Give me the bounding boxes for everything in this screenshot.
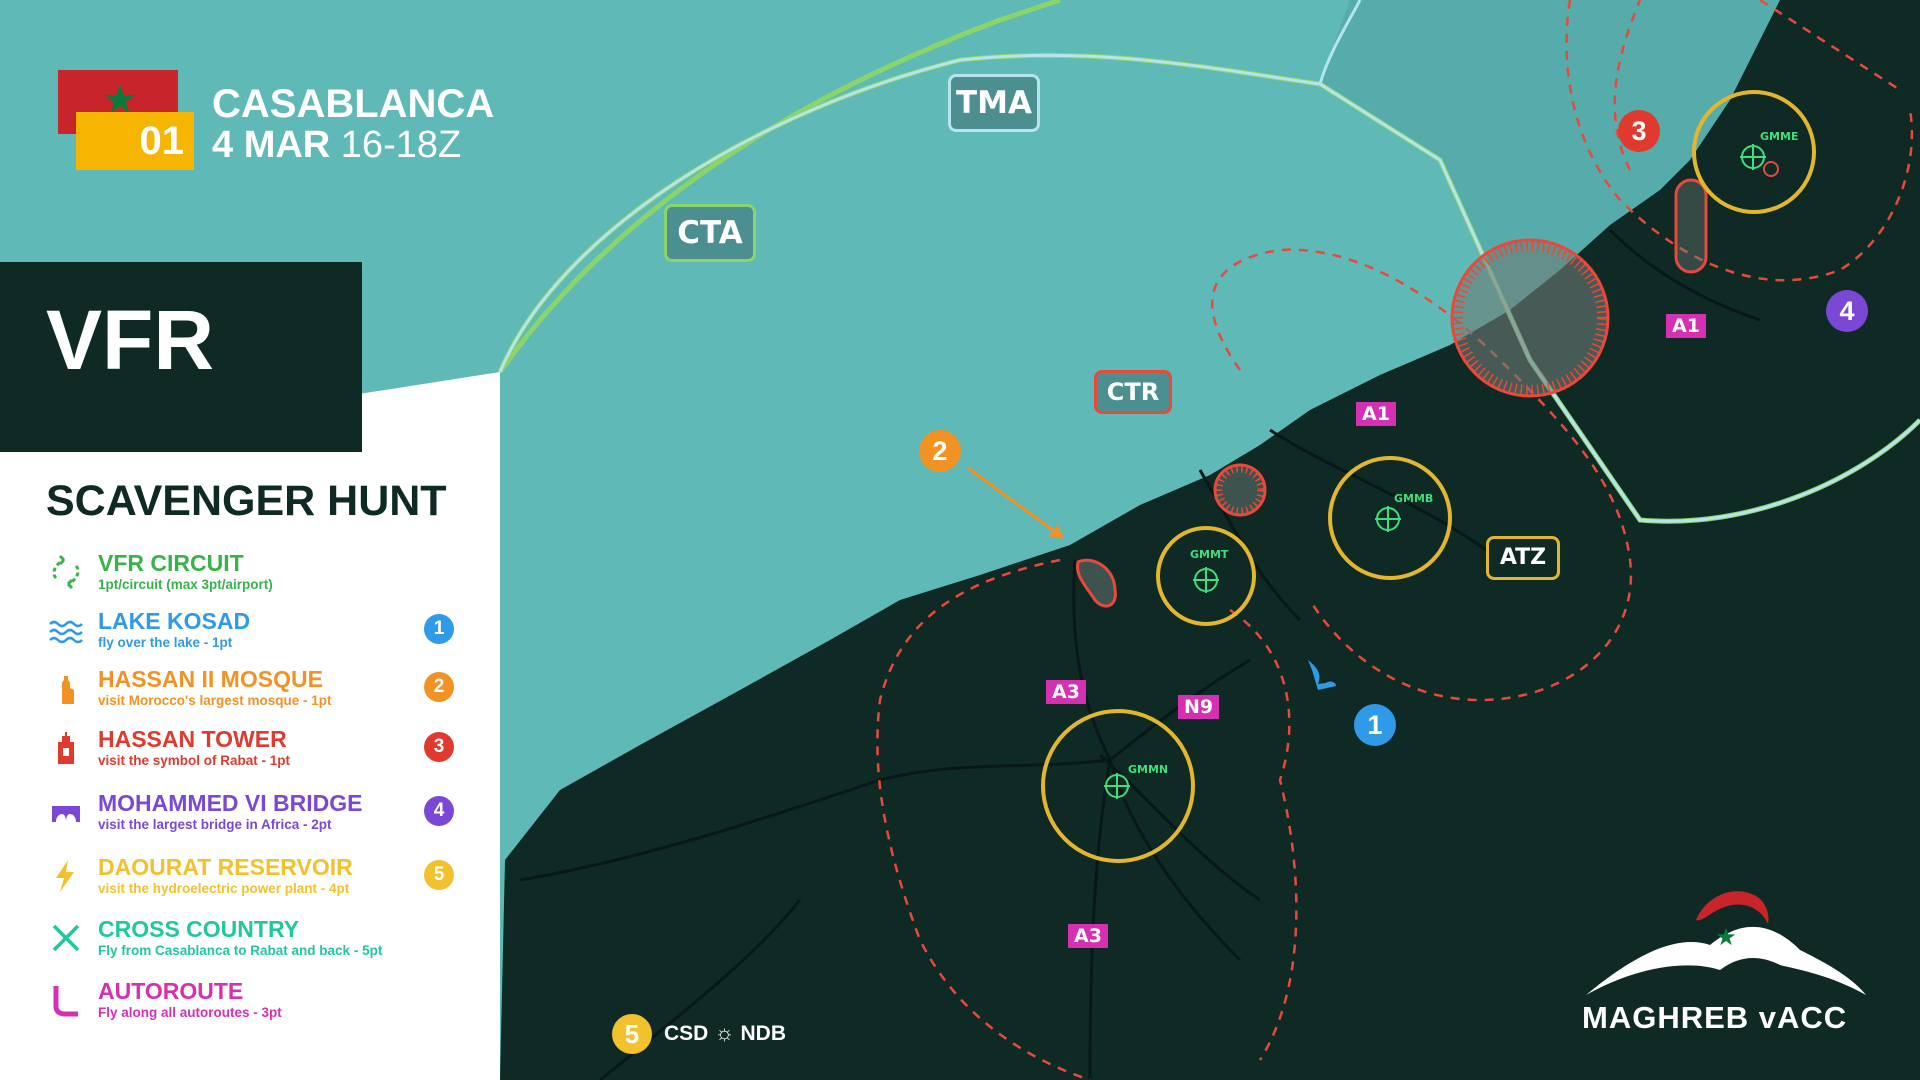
road-a3: A3 <box>1046 680 1086 704</box>
item-name: HASSAN II MOSQUE <box>98 666 323 692</box>
marker-bridge: 4 <box>1826 290 1868 332</box>
item-desc: fly over the lake - 1pt <box>98 635 233 650</box>
brand-name: MAGHREB vACC <box>1582 1000 1848 1035</box>
tma-label: TMA <box>948 74 1040 132</box>
airport-gmmt: GMMT <box>1190 548 1229 561</box>
ctr-hatched-circle <box>1450 238 1610 398</box>
badge-4: 4 <box>424 796 454 826</box>
item-name: AUTOROUTE <box>98 978 244 1004</box>
legend-csd: CSD <box>664 1022 709 1045</box>
atz-label: ATZ <box>1486 536 1560 580</box>
ctr-label: CTR <box>1094 370 1172 414</box>
item-desc: 1pt/circuit (max 3pt/airport) <box>98 577 273 592</box>
airport-gmmn: GMMN <box>1128 763 1169 776</box>
event-city: CASABLANCA <box>212 82 495 126</box>
item-name: HASSAN TOWER <box>98 726 287 752</box>
item-desc: visit the hydroelectric power plant - 4p… <box>98 881 350 896</box>
item-desc: visit the largest bridge in Africa - 2pt <box>98 817 332 832</box>
road-a1: A1 <box>1356 402 1396 426</box>
gmme-obstacle <box>1763 161 1779 177</box>
badge-2: 2 <box>424 672 454 702</box>
cross-icon <box>52 924 80 952</box>
event-number: 01 <box>76 112 194 170</box>
item-desc: Fly along all autoroutes - 3pt <box>98 1005 282 1020</box>
event-date: 4 MAR 16-18Z <box>212 124 461 166</box>
cta-boundary <box>498 53 1920 523</box>
airport-gmme: GMME <box>1760 130 1799 143</box>
info-panel <box>0 372 500 1080</box>
ctr-hatch <box>1453 241 1607 395</box>
tma-divider <box>1318 0 1362 85</box>
item-desc: visit the symbol of Rabat - 1pt <box>98 753 291 768</box>
item-desc: Fly from Casablanca to Rabat and back - … <box>98 943 383 958</box>
badge-1: 1 <box>424 614 454 644</box>
circuit-icon <box>52 554 80 590</box>
airport-gmmb: GMMB <box>1394 492 1434 505</box>
airport-targets <box>1104 144 1766 799</box>
road-a1-north: A1 <box>1666 314 1706 338</box>
list-item-daourat-reservoir: DAOURAT RESERVOIR visit the hydroelectri… <box>0 854 500 910</box>
restricted-zones <box>876 0 1914 1080</box>
small-restricted-hatch <box>1215 465 1265 515</box>
road-a3-south: A3 <box>1068 924 1108 948</box>
tma-boundary <box>497 0 1061 374</box>
road-n9: N9 <box>1178 695 1220 719</box>
bridge-icon <box>52 806 80 822</box>
badge-5: 5 <box>424 860 454 890</box>
event-time: 16-18Z <box>340 124 462 166</box>
mosque-icon <box>62 676 74 704</box>
waves-icon <box>49 620 83 644</box>
item-name: CROSS COUNTRY <box>98 916 300 942</box>
roads <box>519 228 1761 1080</box>
item-name: DAOURAT RESERVOIR <box>98 854 353 880</box>
list-item-lake-kosad: LAKE KOSAD fly over the lake - 1pt 1 <box>0 608 500 664</box>
item-name: LAKE KOSAD <box>98 608 251 634</box>
atz-rings <box>1041 90 1816 863</box>
item-name: VFR CIRCUIT <box>98 550 244 576</box>
ndb-icon: ☼ <box>714 1020 735 1045</box>
item-name: MOHAMMED VI BRIDGE <box>98 790 363 816</box>
brand-logo: ★ <box>1586 891 1866 995</box>
marker-tower: 3 <box>1618 110 1660 152</box>
map-legend: 5 CSD☼NDB <box>612 1012 787 1055</box>
autoroute-icon <box>53 986 78 1017</box>
marker-lake: 1 <box>1354 704 1396 746</box>
tower-zone <box>1674 178 1708 274</box>
tower-icon <box>58 732 74 764</box>
lightning-icon <box>56 860 74 892</box>
marker-reservoir: 5 <box>612 1014 652 1055</box>
vfr-title: VFR <box>46 293 214 387</box>
vfr-banner <box>0 262 362 452</box>
panel-title: SCAVENGER HUNT <box>46 477 447 525</box>
arrow-head <box>1048 525 1064 539</box>
badge-3: 3 <box>424 732 454 762</box>
list-item-hassan-tower: HASSAN TOWER visit the symbol of Rabat -… <box>0 726 500 782</box>
lake-shape <box>1308 660 1336 690</box>
list-item-mohammed-vi-bridge: MOHAMMED VI BRIDGE visit the largest bri… <box>0 790 500 846</box>
list-item-cross-country: CROSS COUNTRY Fly from Casablanca to Rab… <box>0 916 500 972</box>
list-item-vfr-circuit: VFR CIRCUIT 1pt/circuit (max 3pt/airport… <box>0 550 500 606</box>
cta-label: CTA <box>664 204 756 262</box>
marker-mosque: 2 <box>919 430 961 472</box>
mosque-arrow <box>967 466 1059 536</box>
legend-ndb: NDB <box>740 1022 787 1045</box>
list-item-autoroute: AUTOROUTE Fly along all autoroutes - 3pt <box>0 978 500 1034</box>
mosque-zone <box>1075 558 1117 608</box>
item-desc: visit Morocco's largest mosque - 1pt <box>98 693 332 708</box>
list-item-hassan-ii-mosque: HASSAN II MOSQUE visit Morocco's largest… <box>0 666 500 722</box>
event-day: 4 MAR <box>212 124 331 166</box>
svg-text:★: ★ <box>1715 924 1737 951</box>
